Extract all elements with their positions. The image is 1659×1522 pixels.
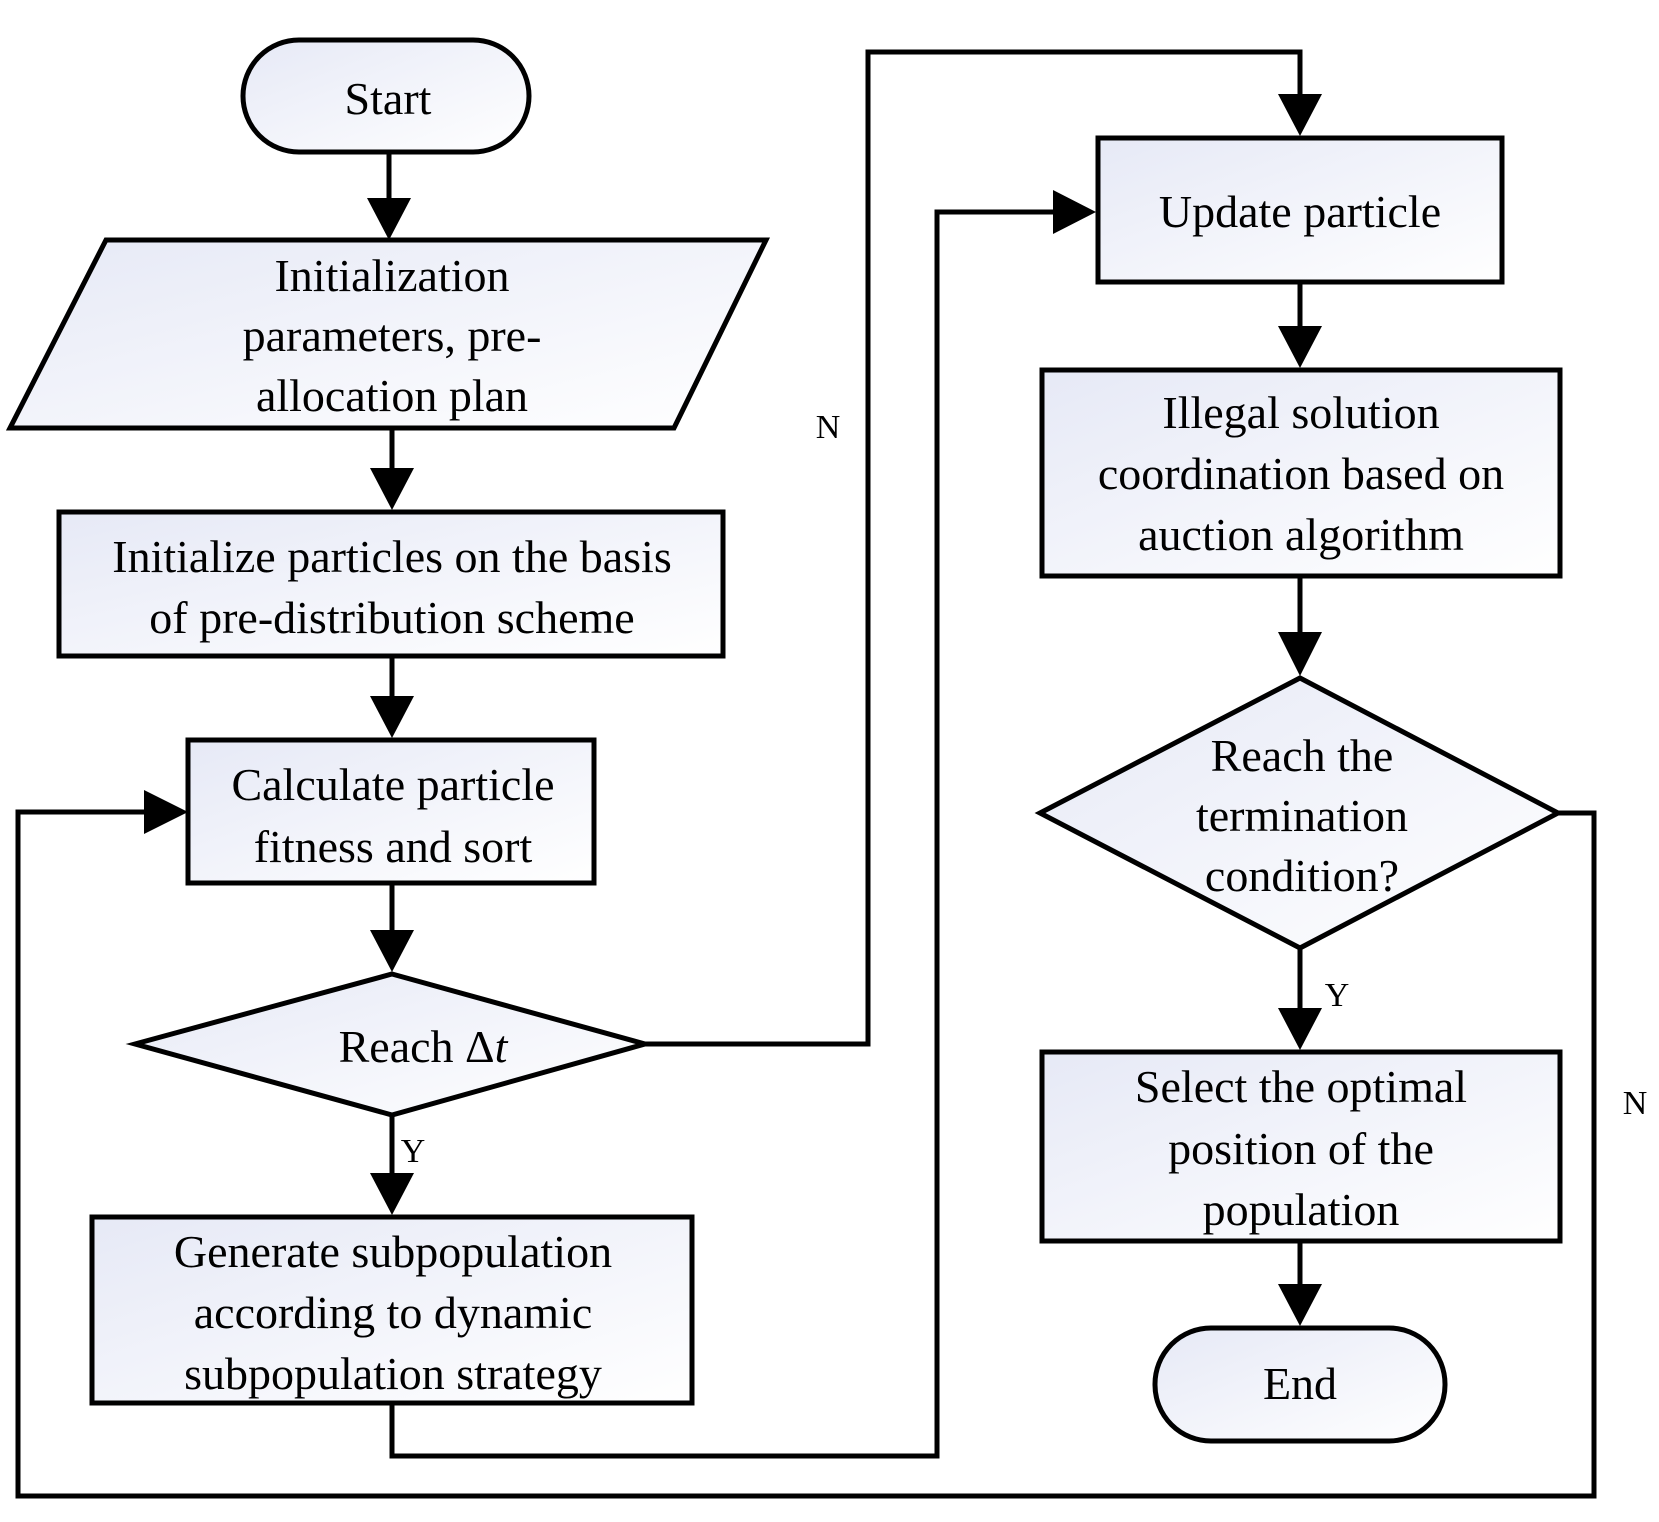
- reach-dt-no-label: N: [816, 409, 841, 446]
- arrowhead: [370, 696, 414, 738]
- arrowhead: [1278, 94, 1322, 136]
- calc-fitness-line-2: fitness and sort: [254, 821, 533, 872]
- init-params-line-2: parameters, pre-: [243, 310, 542, 361]
- termination-line-3: condition?: [1205, 850, 1399, 901]
- reach-dt-variable: t: [495, 1021, 509, 1072]
- termination-yes-label: Y: [1325, 977, 1350, 1014]
- arrowhead: [370, 930, 414, 972]
- reach-dt-text: Reach Δ: [339, 1021, 495, 1072]
- init-particles-line-1: Initialize particles on the basis: [112, 531, 671, 582]
- arrowhead: [1278, 326, 1322, 368]
- calc-fitness-node: Calculate particle fitness and sort: [185, 737, 597, 886]
- arrowhead: [1278, 1008, 1322, 1050]
- calc-fitness-line-1: Calculate particle: [231, 759, 554, 810]
- end-terminal: End: [1152, 1325, 1448, 1444]
- edge-termination-calc-fitness: [15, 809, 1597, 1499]
- init-params-line-3: allocation plan: [256, 370, 528, 421]
- arrowhead: [367, 198, 411, 240]
- select-optimal-line-3: population: [1203, 1184, 1400, 1235]
- start-label: Start: [345, 73, 432, 124]
- termination-decision: Reach the termination condition?: [1034, 675, 1564, 951]
- illegal-solution-line-1: Illegal solution: [1162, 387, 1439, 438]
- select-optimal-line-2: position of the: [1168, 1123, 1434, 1174]
- generate-subpop-line-2: according to dynamic: [194, 1287, 593, 1338]
- init-particles-node: Initialize particles on the basis of pre…: [56, 509, 726, 659]
- arrowhead: [1053, 190, 1096, 234]
- illegal-solution-node: Illegal solution coordination based on a…: [1039, 367, 1563, 579]
- start-terminal: Start: [240, 37, 532, 155]
- arrowhead: [370, 468, 414, 510]
- illegal-solution-line-3: auction algorithm: [1138, 509, 1464, 560]
- generate-subpop-line-3: subpopulation strategy: [184, 1348, 602, 1399]
- reach-dt-label: Reach Δt: [339, 1021, 509, 1072]
- termination-no-label: N: [1623, 1085, 1648, 1122]
- edge-generate-subpop-update-particle: [389, 209, 1055, 1459]
- edge-reach-dt-update-particle: [645, 49, 1303, 1047]
- arrowhead: [1278, 632, 1322, 676]
- init-params-line-1: Initialization: [274, 250, 509, 301]
- reach-dt-decision: Reach Δt: [125, 971, 655, 1118]
- connectors: [15, 49, 1597, 1499]
- select-optimal-line-1: Select the optimal: [1135, 1061, 1467, 1112]
- illegal-solution-line-2: coordination based on: [1098, 448, 1504, 499]
- update-particle-node: Update particle: [1095, 135, 1505, 285]
- init-particles-line-2: of pre-distribution scheme: [149, 592, 634, 643]
- end-label: End: [1263, 1358, 1337, 1409]
- termination-line-1: Reach the: [1211, 730, 1394, 781]
- termination-line-2: termination: [1196, 790, 1408, 841]
- arrowhead: [1278, 1284, 1322, 1326]
- generate-subpop-node: Generate subpopulation according to dyna…: [89, 1214, 695, 1406]
- arrowhead: [144, 790, 188, 834]
- arrowhead: [370, 1173, 414, 1215]
- update-particle-label: Update particle: [1159, 186, 1441, 237]
- reach-dt-yes-label: Y: [401, 1133, 426, 1170]
- init-params-node: Initialization parameters, pre- allocati…: [5, 237, 771, 431]
- select-optimal-node: Select the optimal position of the popul…: [1039, 1049, 1563, 1244]
- generate-subpop-line-1: Generate subpopulation: [174, 1226, 612, 1277]
